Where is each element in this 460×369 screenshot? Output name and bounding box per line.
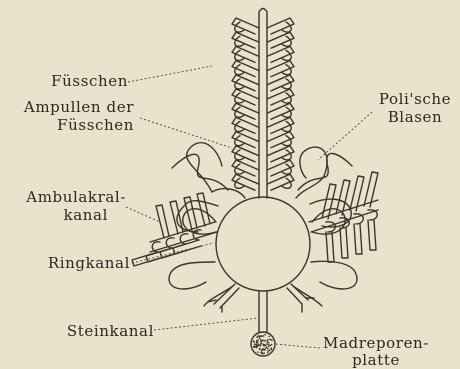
leader-ampullen bbox=[140, 118, 232, 148]
madreporite-dot bbox=[267, 352, 269, 354]
leader-ambulakral bbox=[126, 207, 160, 222]
stone-canal bbox=[259, 291, 267, 332]
madreporite-dot bbox=[267, 339, 269, 341]
label-ringkanal: Ringkanal bbox=[48, 254, 130, 272]
tube-foot bbox=[132, 252, 160, 266]
madreporite-dot bbox=[263, 349, 265, 351]
label-ambulakral-line1: Ambulakral- bbox=[26, 188, 126, 206]
madreporite-dot bbox=[265, 345, 267, 347]
madreporite-dot bbox=[263, 340, 265, 342]
madreporite-dot bbox=[268, 342, 270, 344]
label-ampullen-line2: Füsschen bbox=[57, 116, 134, 134]
left-arm-tube-feet bbox=[132, 193, 210, 266]
ring-canal-inner bbox=[216, 197, 310, 291]
label-poli-line1: Poli'sche bbox=[372, 90, 458, 108]
tube-foot bbox=[368, 220, 376, 250]
madreporite-dot bbox=[253, 340, 255, 342]
madreporite-dot bbox=[262, 335, 264, 337]
leader-fusschen bbox=[128, 66, 212, 82]
leader-steinkanal bbox=[154, 318, 258, 330]
madreporite-dot bbox=[264, 334, 266, 336]
leader-ringkanal bbox=[132, 243, 214, 263]
madreporite-dot bbox=[271, 348, 273, 350]
madreporite-dot bbox=[261, 353, 263, 355]
madreporite-dot bbox=[259, 337, 261, 339]
madreporite-stipple bbox=[253, 334, 273, 355]
madreporite-dot bbox=[267, 350, 269, 352]
label-steinkanal: Steinkanal bbox=[67, 322, 154, 340]
madreporite-dot bbox=[260, 339, 262, 341]
madreporite-dot bbox=[268, 346, 270, 348]
tube-foot bbox=[340, 228, 348, 258]
madreporite-dot bbox=[256, 342, 258, 344]
poli-vesicles-outline bbox=[169, 143, 357, 306]
madreporite-dot bbox=[257, 346, 259, 348]
madreporite-dot bbox=[253, 346, 255, 348]
madreporite-dot bbox=[257, 344, 259, 346]
upper-arm-tube-feet bbox=[232, 18, 294, 190]
madreporite-dot bbox=[268, 344, 270, 346]
madreporite-dot bbox=[261, 335, 263, 337]
left-arm-stem bbox=[150, 222, 217, 252]
ampulla bbox=[354, 214, 363, 224]
madreporite-dot bbox=[260, 349, 262, 351]
label-ampullen-line1: Ampullen der bbox=[24, 98, 134, 116]
madreporite-dot bbox=[267, 348, 269, 350]
label-poli-line2: Blasen bbox=[372, 108, 458, 126]
label-madreporen-line1: Madreporen- bbox=[318, 334, 434, 352]
madreporite-dot bbox=[265, 347, 267, 349]
madreporite-dot bbox=[256, 344, 258, 346]
madreporite-dot bbox=[270, 345, 272, 347]
madreporite-dot bbox=[262, 344, 264, 346]
madreporite-dot bbox=[256, 336, 258, 338]
label-ambulakral-line2: kanal bbox=[64, 206, 108, 224]
madreporite-dot bbox=[256, 340, 258, 342]
madreporite-dot bbox=[263, 352, 265, 354]
madreporite-dot bbox=[260, 343, 262, 345]
leader-madreporen bbox=[276, 344, 320, 348]
madreporite-dot bbox=[269, 339, 271, 341]
leader-poli bbox=[318, 112, 372, 160]
tube-foot bbox=[184, 197, 197, 230]
upper-arm-stem bbox=[259, 9, 267, 199]
madreporite-dot bbox=[254, 343, 256, 345]
madreporite-dot bbox=[269, 350, 271, 352]
madreporite-dot bbox=[264, 348, 266, 350]
madreporite-dot bbox=[260, 345, 262, 347]
label-madreporen-line2: platte bbox=[318, 351, 434, 369]
madreporite-dot bbox=[266, 344, 268, 346]
madreporite-dot bbox=[268, 336, 270, 338]
madreporite-dot bbox=[271, 339, 273, 341]
right-arm-tube-feet bbox=[322, 172, 378, 262]
madreporite-dot bbox=[260, 341, 262, 343]
tube-foot bbox=[354, 224, 362, 254]
label-fusschen: Füsschen bbox=[51, 72, 128, 90]
tube-foot bbox=[364, 172, 378, 207]
madreporite-dot bbox=[257, 351, 259, 353]
madreporite-dot bbox=[262, 349, 264, 351]
tube-foot bbox=[326, 232, 334, 262]
